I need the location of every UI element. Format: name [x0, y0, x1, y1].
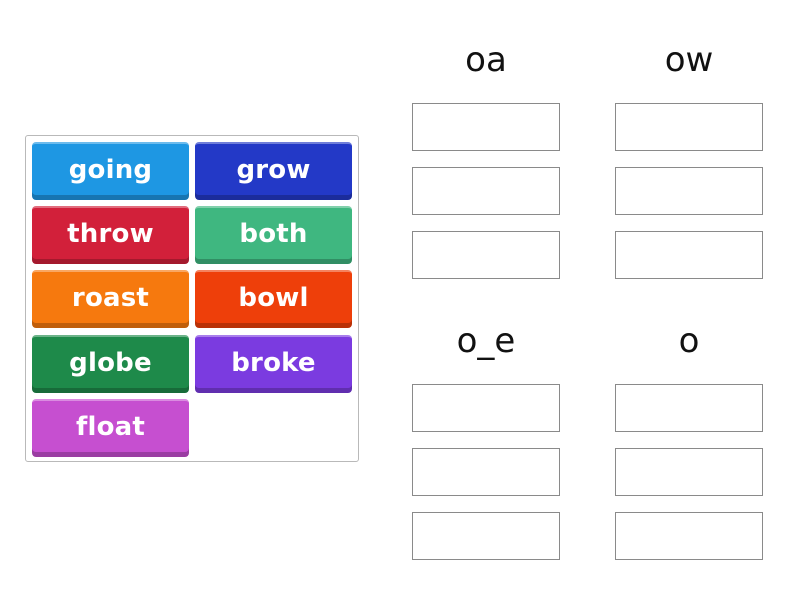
drop-slot-ow-3[interactable] — [615, 231, 763, 279]
word-tile-broke[interactable]: broke — [195, 335, 352, 393]
word-tile-label: globe — [69, 348, 152, 378]
word-tile-label: bowl — [238, 283, 309, 313]
group-heading-oa: oa — [465, 40, 507, 80]
drop-slot-oa-1[interactable] — [412, 103, 560, 151]
word-tile-label: float — [75, 412, 146, 442]
word-tile-label: both — [239, 219, 308, 249]
word-tile-both[interactable]: both — [195, 206, 352, 264]
group-heading-ow: ow — [664, 40, 714, 80]
word-tile-label: broke — [231, 348, 316, 378]
word-tile-label: grow — [236, 155, 311, 185]
word-tile-throw[interactable]: throw — [32, 206, 189, 264]
word-tile-bowl[interactable]: bowl — [195, 270, 352, 328]
drop-slot-oa-3[interactable] — [412, 231, 560, 279]
word-tile-grow[interactable]: grow — [195, 142, 352, 200]
word-tile-float[interactable]: float — [32, 399, 189, 457]
word-tile-globe[interactable]: globe — [32, 335, 189, 393]
drop-slot-o-3[interactable] — [615, 512, 763, 560]
drop-slot-o-e-2[interactable] — [412, 448, 560, 496]
drop-slot-o-2[interactable] — [615, 448, 763, 496]
drop-slot-oa-2[interactable] — [412, 167, 560, 215]
drop-slot-o-e-3[interactable] — [412, 512, 560, 560]
group-heading-o-e: o_e — [456, 321, 516, 361]
word-tile-going[interactable]: going — [32, 142, 189, 200]
word-tile-label: roast — [71, 283, 150, 313]
word-tile-label: throw — [67, 219, 154, 249]
drop-slot-ow-2[interactable] — [615, 167, 763, 215]
drop-slot-ow-1[interactable] — [615, 103, 763, 151]
drop-slot-o-e-1[interactable] — [412, 384, 560, 432]
word-tile-roast[interactable]: roast — [32, 270, 189, 328]
word-tile-label: going — [68, 155, 153, 185]
word-bank: going grow throw both roast bowl globe b… — [25, 135, 359, 462]
drop-slot-o-1[interactable] — [615, 384, 763, 432]
group-heading-o: o — [678, 321, 700, 361]
